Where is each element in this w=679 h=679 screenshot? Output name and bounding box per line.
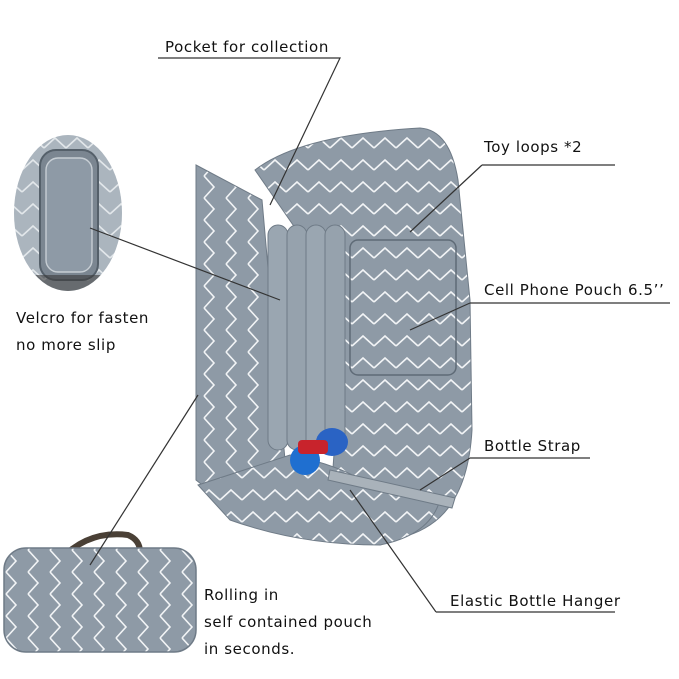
label-velcro-line1: Velcro for fasten [16, 309, 150, 327]
padded-channels [267, 224, 346, 451]
label-rolling: Rolling in self contained pouch in secon… [204, 582, 372, 663]
leader-velcro [89, 227, 281, 301]
label-rolling-line1: Rolling in [204, 586, 279, 604]
leader-elastic [349, 489, 615, 613]
leader-cell-pouch [409, 302, 670, 331]
leader-bottle-strap [419, 457, 590, 491]
leader-toy-loops [409, 164, 615, 233]
label-bottle-strap: Bottle Strap [484, 437, 581, 455]
label-toy-loops: Toy loops *2 [484, 138, 583, 156]
label-rolling-line2: self contained pouch [204, 613, 373, 631]
cover-seat [197, 454, 441, 546]
bottle [290, 428, 348, 475]
leader-rolling [89, 394, 199, 566]
leader-pocket [158, 57, 341, 206]
velcro-inset [14, 135, 122, 291]
pouch-handle [57, 531, 143, 563]
leader-lines [89, 57, 670, 613]
label-cell-pouch: Cell Phone Pouch 6.5’’ [484, 281, 665, 299]
label-pocket: Pocket for collection [165, 38, 329, 56]
rolled-pouch [3, 531, 197, 653]
bottle-strap [327, 469, 456, 509]
cell-phone-pouch [349, 239, 457, 376]
label-velcro-line2: no more slip [16, 336, 116, 354]
label-velcro: Velcro for fasten no more slip [16, 305, 149, 359]
label-elastic-hanger: Elastic Bottle Hanger [450, 592, 621, 610]
cart-cover [195, 127, 473, 546]
label-rolling-line3: in seconds. [204, 640, 296, 658]
